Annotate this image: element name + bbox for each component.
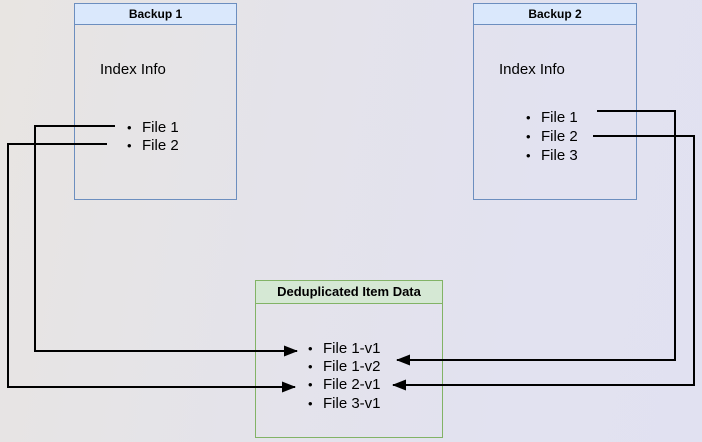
list-item: • File 3 — [526, 146, 578, 165]
backup2-file-2: File 2 — [541, 128, 578, 145]
list-item: • File 3-v1 — [308, 394, 381, 412]
dedup-item-file1-v1: File 1-v1 — [323, 339, 381, 357]
list-item: • File 1-v1 — [308, 339, 381, 357]
list-item: • File 2 — [127, 136, 179, 154]
bullet-icon: • — [308, 395, 313, 411]
list-item: • File 1 — [526, 108, 578, 127]
backup2-file-3: File 3 — [541, 147, 578, 164]
dedup-item-list: • File 1-v1 • File 1-v2 • File 2-v1 • Fi… — [308, 339, 381, 413]
list-item: • File 1-v2 — [308, 357, 381, 375]
backup1-index-info-label: Index Info — [100, 61, 166, 78]
backup2-file-list: • File 1 • File 2 • File 3 — [526, 108, 578, 165]
bullet-icon: • — [308, 340, 313, 356]
list-item: • File 1 — [127, 118, 179, 136]
dedup-box: Deduplicated Item Data • File 1-v1 • Fil… — [255, 280, 443, 438]
bullet-icon: • — [127, 119, 132, 135]
bullet-icon: • — [127, 137, 132, 153]
dedup-item-file2-v1: File 2-v1 — [323, 376, 381, 394]
backup1-file-list: • File 1 • File 2 — [127, 118, 179, 154]
backup1-file-2: File 2 — [142, 136, 179, 154]
dedup-title: Deduplicated Item Data — [256, 281, 442, 304]
list-item: • File 2-v1 — [308, 376, 381, 394]
backup1-box: Backup 1 Index Info • File 1 • File 2 — [74, 3, 237, 200]
list-item: • File 2 — [526, 127, 578, 146]
backup2-file-1: File 1 — [541, 109, 578, 126]
backup2-title: Backup 2 — [474, 4, 636, 25]
bullet-icon: • — [308, 377, 313, 393]
dedup-item-file1-v2: File 1-v2 — [323, 358, 381, 376]
backup2-index-info-label: Index Info — [499, 61, 565, 78]
backup2-box: Backup 2 Index Info • File 1 • File 2 • … — [473, 3, 637, 200]
bullet-icon: • — [526, 110, 531, 125]
dedup-item-file3-v1: File 3-v1 — [323, 394, 381, 412]
bullet-icon: • — [526, 148, 531, 163]
backup1-title: Backup 1 — [75, 4, 236, 25]
backup1-file-1: File 1 — [142, 118, 179, 136]
bullet-icon: • — [308, 359, 313, 375]
bullet-icon: • — [526, 129, 531, 144]
